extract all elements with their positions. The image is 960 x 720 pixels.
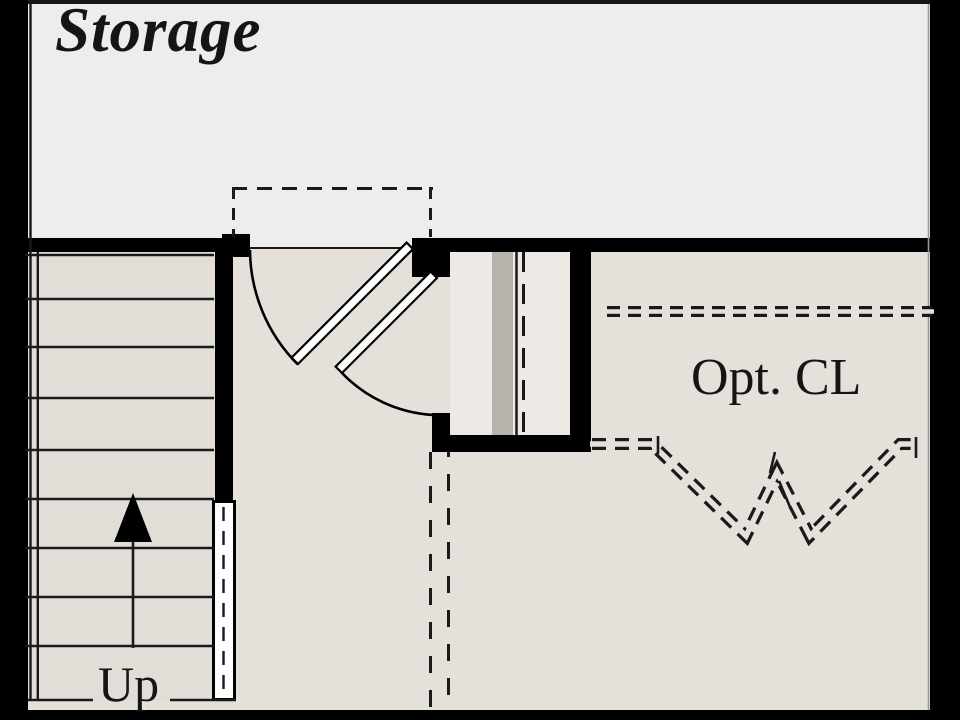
border-top-wall bbox=[0, 0, 960, 4]
closet-bottom-wall bbox=[432, 435, 591, 452]
border-bottom-wall bbox=[0, 710, 960, 720]
main-wall-right-segment bbox=[412, 238, 930, 252]
exterior-wall-left bbox=[0, 0, 28, 710]
optional-closet-label: Opt. CL bbox=[691, 349, 862, 406]
exterior-wall-right bbox=[930, 0, 960, 720]
door-right-pier bbox=[412, 238, 450, 277]
door-leaf-lower bbox=[334, 270, 439, 375]
door-swing-arc-right bbox=[341, 372, 433, 417]
optional-wall-dashed-lines bbox=[429, 452, 450, 712]
main-wall-left-segment bbox=[28, 238, 250, 252]
stair-handrail bbox=[212, 500, 236, 701]
optional-closet-rod-symbol bbox=[590, 436, 920, 547]
opening-floor-patch bbox=[250, 238, 412, 247]
closet-corner-pier bbox=[432, 413, 450, 435]
closet-right-wall bbox=[570, 252, 591, 452]
stairs-up-label: Up bbox=[98, 656, 160, 712]
door-swing-arcs bbox=[248, 249, 433, 417]
storage-room-label: Storage bbox=[55, 0, 262, 65]
stairs-floor bbox=[28, 252, 215, 701]
storage-room-floor bbox=[28, 4, 930, 238]
closet-gray-strip bbox=[492, 252, 513, 435]
stairs-side-wall bbox=[215, 238, 233, 500]
door-leaf-upper bbox=[290, 241, 415, 366]
door-swing-arc-left bbox=[248, 249, 299, 366]
